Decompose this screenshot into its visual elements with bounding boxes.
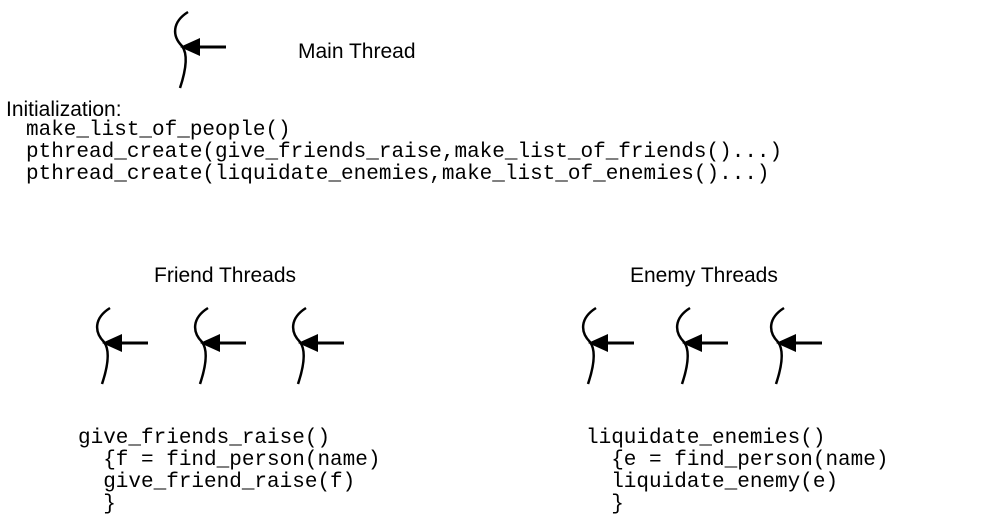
thread-arrow-icon bbox=[194, 306, 246, 385]
enemy-threads-title: Enemy Threads bbox=[630, 264, 778, 287]
friend-threads-title: Friend Threads bbox=[154, 264, 297, 287]
friend-code-line: give_friends_raise() bbox=[78, 427, 331, 450]
enemy-code-line: } bbox=[586, 493, 624, 516]
main-code-line: make_list_of_people() bbox=[26, 119, 291, 142]
thread-arrow-icon bbox=[292, 306, 344, 385]
friend-code-line: {f = find_person(name) bbox=[78, 449, 381, 472]
enemy-code-line: liquidate_enemies() bbox=[586, 427, 826, 450]
thread-arrow-icon bbox=[582, 306, 634, 385]
initialization-label: Initialization: bbox=[6, 98, 122, 121]
thread-arrow-icon bbox=[676, 306, 728, 385]
main-code-line: pthread_create(liquidate_enemies,make_li… bbox=[26, 163, 770, 186]
thread-arrow-icon bbox=[770, 306, 822, 385]
friend-code-line: give_friend_raise(f) bbox=[78, 471, 356, 494]
enemy-code-line: {e = find_person(name) bbox=[586, 449, 889, 472]
enemy-code-line: liquidate_enemy(e) bbox=[586, 471, 839, 494]
main-thread-title: Main Thread bbox=[298, 40, 416, 63]
thread-arrow-icon bbox=[96, 306, 148, 385]
thread-arrow-icon bbox=[174, 10, 226, 89]
friend-code-line: } bbox=[78, 493, 116, 516]
main-code-line: pthread_create(give_friends_raise,make_l… bbox=[26, 141, 783, 164]
